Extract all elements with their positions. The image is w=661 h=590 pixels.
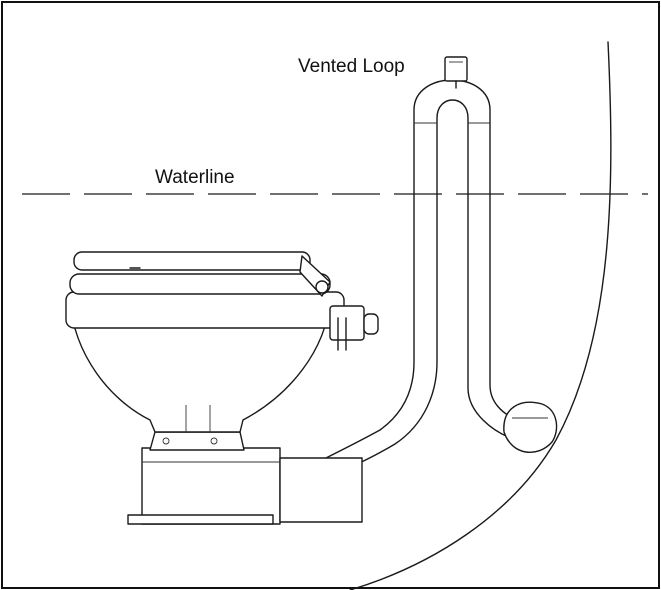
toilet-lid [73,251,311,271]
pump-base [141,447,281,525]
toilet-seat [69,273,331,295]
hull-outline [349,41,612,590]
toilet-bowl [69,299,331,433]
vented-loop-label: Vented Loop [298,56,405,77]
through-hull-fitting [503,401,558,454]
marine-toilet [65,251,379,525]
waterline-label: Waterline [155,167,235,188]
vent-fitting [444,56,468,89]
